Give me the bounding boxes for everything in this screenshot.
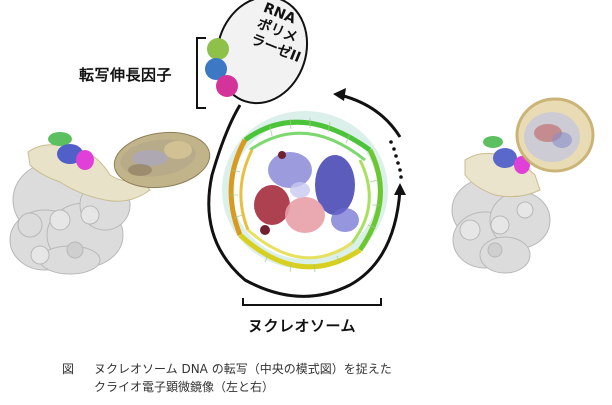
elongation-factor-magenta <box>216 75 238 97</box>
nucleosome-structure <box>222 111 388 273</box>
nucleosome-label: ヌクレオソーム <box>248 317 357 335</box>
figure-mark: 図 <box>62 362 75 376</box>
dotted-path <box>389 140 403 179</box>
arrowhead-up <box>394 183 406 195</box>
nucleosome-bracket <box>242 298 382 306</box>
caption-line-2: クライオ電子顕微鏡像（左と右） <box>94 380 275 394</box>
caption-text-1: ヌクレオソーム DNA の転写（中央の模式図）を捉えた <box>94 362 392 376</box>
rna-polymerase-ellipse <box>215 0 309 105</box>
figure-caption: 図 ヌクレオソーム DNA の転写（中央の模式図）を捉えた クライオ電子顕微鏡像（… <box>62 360 392 396</box>
left-cryo-em-image <box>9 131 211 275</box>
right-cryo-em-image <box>451 97 595 274</box>
dna-path-line <box>207 104 402 298</box>
elongation-factor-green <box>207 38 229 60</box>
caption-line-1: 図 ヌクレオソーム DNA の転写（中央の模式図）を捉えた <box>62 360 392 378</box>
elongation-factor-bracket <box>196 37 206 109</box>
return-arrow-line <box>339 93 402 138</box>
elongation-factor-label: 転写伸長因子 <box>79 66 173 84</box>
return-arrowhead <box>333 88 346 101</box>
elongation-factor-blue <box>205 58 227 80</box>
